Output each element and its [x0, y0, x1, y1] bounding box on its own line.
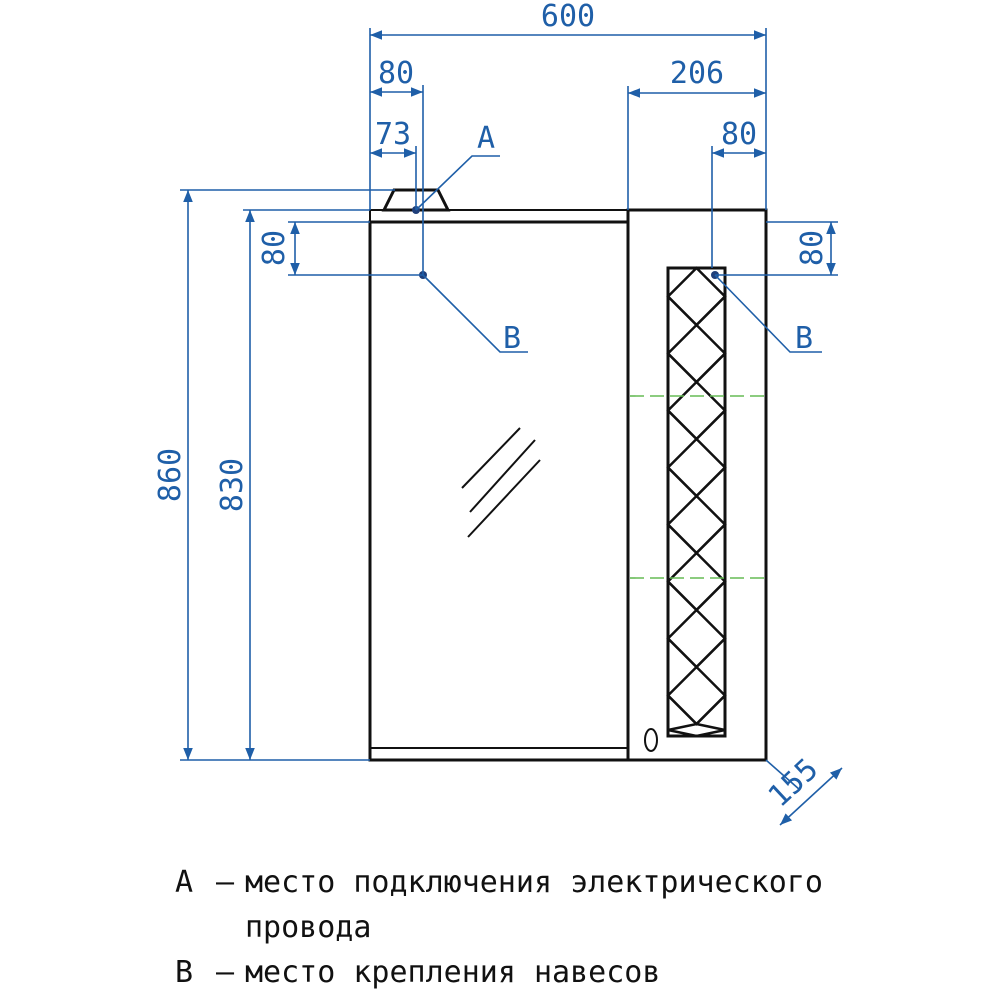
lattice-diamond — [666, 323, 727, 384]
lamp — [381, 188, 451, 212]
dim-right-offset: 80 — [721, 117, 757, 152]
dim-depth: 155 — [762, 752, 826, 815]
lattice-link — [667, 352, 726, 384]
legend-row-a: A – место подключения электрического про… — [175, 860, 975, 950]
legend-key-a: A — [175, 865, 194, 900]
mirror-reflection — [461, 427, 541, 538]
lattice-diamond — [666, 437, 727, 498]
dimensions: 600 80 73 206 80 860 830 80 — [153, 0, 843, 826]
leaders: A B B — [415, 121, 822, 356]
dim-overall-width: 600 — [541, 0, 595, 34]
lattice-diamond — [666, 665, 727, 726]
lattice-link — [667, 295, 726, 327]
dim-overall-height: 860 — [153, 448, 188, 502]
legend-desc-a: место подключения электрического провода — [245, 865, 823, 945]
lattice-link — [667, 694, 726, 726]
dim-left-offset-inner: 73 — [375, 117, 411, 152]
dim-right-vertical-offset: 80 — [795, 230, 830, 266]
mirror-cabinet — [368, 188, 768, 762]
door-handle — [644, 728, 658, 752]
legend-dash-a: – — [215, 865, 235, 900]
legend-dash-b: – — [215, 955, 235, 990]
top-strip — [369, 209, 629, 223]
lattice-link — [667, 580, 726, 612]
marker-b-right-label: B — [795, 321, 813, 356]
lattice-link — [667, 523, 726, 555]
lattice-diamond — [667, 722, 726, 738]
lattice-link — [667, 637, 726, 669]
marker-a-label: A — [477, 121, 495, 156]
dim-body-height: 830 — [215, 458, 250, 512]
lattice-pattern — [666, 266, 727, 738]
legend-row-b: B – место крепления навесов — [175, 950, 975, 995]
lattice-link — [667, 409, 726, 441]
dim-left-vertical-offset: 80 — [257, 230, 292, 266]
marker-b-left-label: B — [503, 321, 521, 356]
legend-key-b: B — [175, 955, 194, 990]
dim-left-offset-outer: 80 — [378, 56, 414, 91]
lattice-diamond — [666, 494, 727, 555]
legend-desc-b: место крепления навесов — [245, 955, 661, 990]
legend: A – место подключения электрического про… — [175, 860, 975, 995]
dim-cabinet-width: 206 — [670, 56, 724, 91]
lattice-diamond — [666, 380, 727, 441]
lattice-diamond — [666, 608, 727, 669]
side-cabinet — [626, 208, 768, 762]
lattice-link — [667, 466, 726, 498]
lattice-diamond — [666, 551, 727, 612]
mirror-panel — [368, 220, 630, 762]
